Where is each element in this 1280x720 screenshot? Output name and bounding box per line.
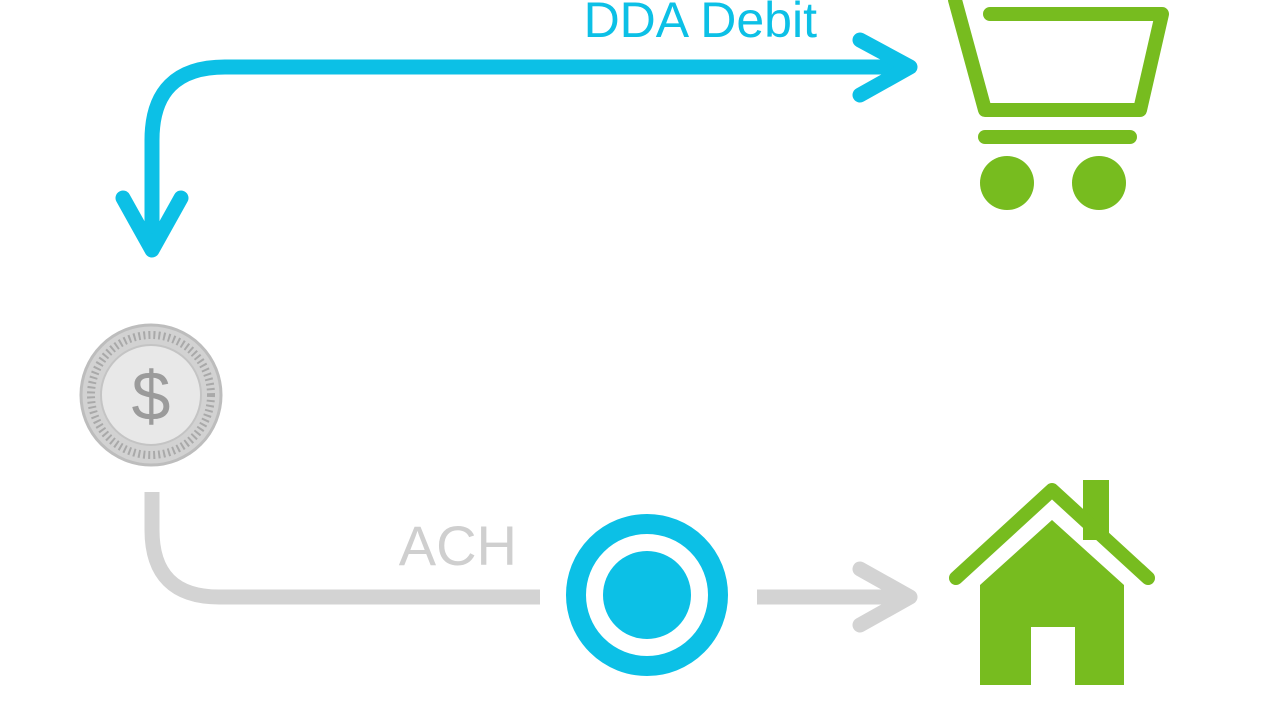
dollar-coin-icon: $ [79,323,223,467]
transfer-node-icon [566,514,728,676]
dda-arrowhead-right [852,32,918,103]
ach-flow-line-left [144,492,540,605]
house-body [980,520,1124,685]
house-icon [949,480,1155,685]
dda-arrowhead-down [115,190,189,258]
node-center [603,551,691,639]
ach-flow: ACH [144,492,918,633]
dda-flow-line [144,59,908,253]
shopping-cart-icon [948,0,1169,210]
cart-wheel-left [980,156,1034,210]
node-ring [566,514,728,676]
dda-debit-label: DDA Debit [584,0,818,48]
ach-label: ACH [399,514,517,577]
house-roof [949,483,1155,585]
coin-face [100,344,202,446]
coin-dollar-symbol: $ [132,357,171,435]
dda-debit-flow: DDA Debit [115,0,918,258]
coin-ridge [87,331,215,459]
cart-wheel-right [1072,156,1126,210]
cart-basket [948,0,1169,117]
ach-arrowhead-right [852,561,918,633]
